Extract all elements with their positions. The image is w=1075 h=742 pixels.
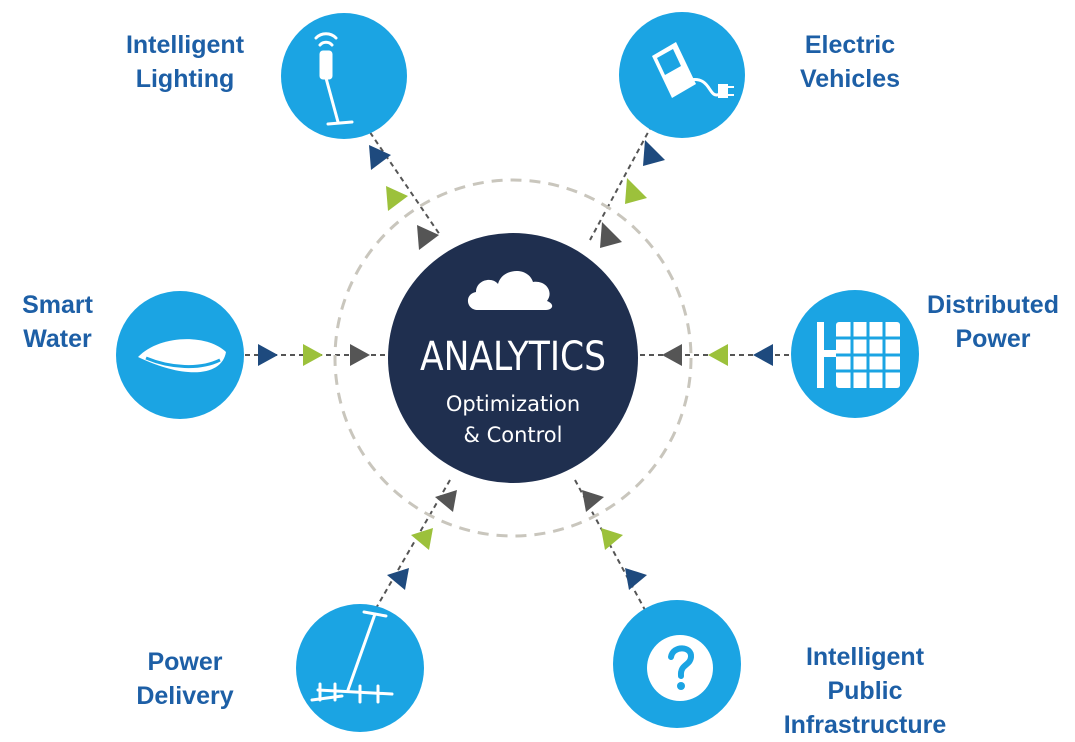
analytics-circle — [388, 233, 638, 483]
label-line: Intelligent — [125, 31, 245, 59]
water-drop-icon — [138, 339, 226, 373]
label-line: Smart — [22, 291, 93, 319]
arrows-power-delivery — [387, 490, 457, 590]
label-smart-water: Smart Water — [10, 288, 105, 356]
label-power-delivery: Power Delivery — [120, 645, 250, 713]
label-line: Intelligent — [805, 643, 925, 671]
node-distributed-power — [791, 290, 919, 418]
street-lamp-icon — [314, 32, 354, 126]
arrow-gray — [435, 490, 457, 512]
label-distributed-power: Distributed Power — [918, 288, 1068, 356]
label-line: Distributed — [927, 291, 1059, 319]
label-line: Electric — [804, 31, 896, 59]
arrow-navy — [258, 344, 278, 366]
label-line: Power — [147, 648, 223, 676]
arrow-green — [708, 344, 728, 366]
label-line: Delivery — [136, 682, 234, 710]
label-line: Public — [827, 677, 903, 705]
node-electric-vehicles — [619, 12, 745, 138]
arrow-navy — [387, 568, 409, 590]
arrow-gray — [582, 490, 604, 512]
label-line: Power — [955, 325, 1031, 353]
connector-electric-vehicles — [589, 124, 653, 241]
label-intelligent-lighting: Intelligent Lighting — [110, 28, 260, 96]
node-intelligent-public-infrastructure — [613, 600, 741, 728]
arrows-distributed-power — [662, 344, 773, 366]
arrow-gray — [662, 344, 682, 366]
arrows-intelligent-public-infrastructure — [582, 490, 647, 590]
arrow-green — [386, 186, 408, 211]
connector-intelligent-lighting — [364, 124, 441, 236]
node-power-delivery — [296, 604, 424, 732]
arrow-green — [625, 178, 647, 204]
label-line: Vehicles — [799, 65, 901, 93]
label-electric-vehicles: Electric Vehicles — [775, 28, 925, 96]
arrow-navy — [625, 568, 647, 590]
analytics-title: ANALYTICS — [420, 334, 606, 380]
node-circle — [296, 604, 424, 732]
node-circle — [281, 13, 407, 139]
analytics-hub: ANALYTICS Optimization & Control — [388, 233, 638, 483]
label-line: Water — [23, 325, 92, 353]
arrows-electric-vehicles — [600, 140, 665, 248]
arrow-navy — [369, 145, 391, 170]
arrow-navy — [753, 344, 773, 366]
arrow-gray — [417, 225, 439, 250]
arrow-green — [601, 528, 623, 550]
ev-charger-icon — [652, 42, 734, 98]
arrow-gray — [600, 222, 622, 248]
node-intelligent-lighting — [281, 13, 407, 139]
label-line: Lighting — [135, 65, 235, 93]
arrows-smart-water — [258, 344, 370, 366]
label-line: Infrastructure — [783, 711, 947, 739]
dashed-ring — [333, 178, 693, 538]
arrows-intelligent-lighting — [369, 145, 439, 250]
analytics-subtitle-line1: Optimization — [446, 392, 580, 416]
arrow-green — [411, 528, 433, 550]
cloud-icon — [467, 270, 553, 310]
arrow-green — [303, 344, 323, 366]
power-pole-icon — [310, 610, 394, 704]
arrow-gray — [350, 344, 370, 366]
arrow-navy — [643, 140, 665, 166]
info-question-icon — [647, 635, 713, 701]
node-smart-water — [116, 291, 244, 419]
label-intelligent-public-infrastructure: Intelligent Public Infrastructure — [770, 640, 960, 742]
solar-panel-icon — [817, 322, 900, 388]
connector-power-delivery — [374, 479, 451, 611]
analytics-subtitle-line2: & Control — [464, 423, 563, 447]
